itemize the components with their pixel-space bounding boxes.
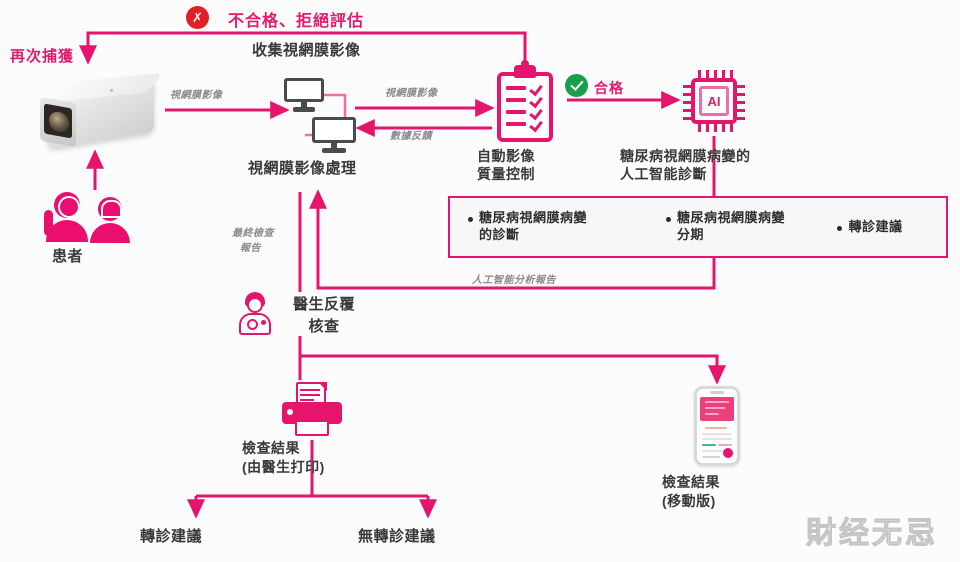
ai-output-0-line1: 糖尿病視網膜病變 bbox=[479, 210, 588, 226]
x-mark-glyph: ✗ bbox=[192, 9, 203, 25]
mobile-result-label-line1: 檢查結果 bbox=[662, 474, 720, 490]
ai-diagnosis-label-line1: 糖尿病視網膜病變的 bbox=[620, 148, 751, 164]
ai-output-item-1: 糖尿病視網膜病變 分期 bbox=[662, 210, 833, 244]
patients-icon bbox=[44, 190, 142, 243]
bullet-dot-icon bbox=[837, 225, 843, 231]
reject-banner-label: 不合格、拒絕評估 bbox=[228, 13, 365, 30]
ai-output-0-line2: 的診斷 bbox=[479, 227, 520, 242]
ai-output-2-line1: 轉診建議 bbox=[848, 218, 903, 234]
edge-label-retinal-image-1: 視網膜影像 bbox=[170, 90, 223, 101]
ai-diagnosis-label-line2: 人工智能診斷 bbox=[620, 166, 707, 182]
edge-label-final-report-line1: 最終檢查 bbox=[232, 228, 274, 239]
doctor-icon bbox=[236, 292, 274, 336]
fundus-camera-icon bbox=[32, 72, 163, 154]
outcome-refer-label: 轉診建議 bbox=[140, 528, 203, 545]
bullet-dot-icon bbox=[468, 217, 473, 223]
pass-banner-label: 合格 bbox=[594, 80, 624, 96]
edge-label-data-feedback: 數據反饋 bbox=[390, 131, 432, 142]
doctor-review-label-line2: 核查 bbox=[308, 318, 340, 335]
check-circle-icon bbox=[565, 74, 588, 97]
edge-label-ai-report: 人工智能分析報告 bbox=[472, 275, 556, 286]
patients-label: 患者 bbox=[52, 248, 84, 265]
quality-control-label-line2: 質量控制 bbox=[477, 166, 535, 182]
section-header-collect-retinal-images: 收集視網膜影像 bbox=[252, 42, 361, 59]
printer-icon bbox=[282, 382, 342, 438]
outcome-no-refer-label: 無轉診建議 bbox=[358, 528, 436, 545]
watermark: 財经无忌 bbox=[806, 517, 938, 551]
edge-label-final-report-line2: 報告 bbox=[240, 243, 261, 254]
x-mark-icon: ✗ bbox=[186, 6, 209, 29]
printed-result-label-line2: (由醫生打印) bbox=[242, 459, 325, 475]
ai-output-item-2: 轉診建議 bbox=[833, 219, 946, 236]
doctor-review-label-line1: 醫生反覆 bbox=[292, 296, 355, 313]
image-processing-label: 視網膜影像處理 bbox=[248, 160, 357, 177]
bullet-dot-icon bbox=[666, 217, 672, 223]
ai-output-1-line2: 分期 bbox=[677, 227, 705, 242]
mobile-result-label-line2: (移動版) bbox=[662, 493, 716, 509]
edge-label-retinal-image-2: 視網膜影像 bbox=[385, 88, 438, 99]
quality-control-label-line1: 自動影像 bbox=[477, 148, 535, 164]
recapture-label: 再次捕獲 bbox=[10, 48, 75, 65]
printed-result-label-line1: 檢查結果 bbox=[242, 440, 300, 456]
clipboard-checklist-icon bbox=[497, 60, 553, 142]
ai-output-1-line1: 糖尿病視網膜病變 bbox=[677, 210, 786, 226]
smartphone-icon bbox=[694, 386, 740, 466]
ai-output-item-0: 糖尿病視網膜病變 的診斷 bbox=[464, 210, 662, 244]
ai-chip-text: AI bbox=[699, 86, 729, 116]
ai-outputs-box: 糖尿病視網膜病變 的診斷 糖尿病視網膜病變 分期 轉診建議 bbox=[448, 196, 948, 258]
ai-chip-icon: AI bbox=[683, 70, 745, 132]
